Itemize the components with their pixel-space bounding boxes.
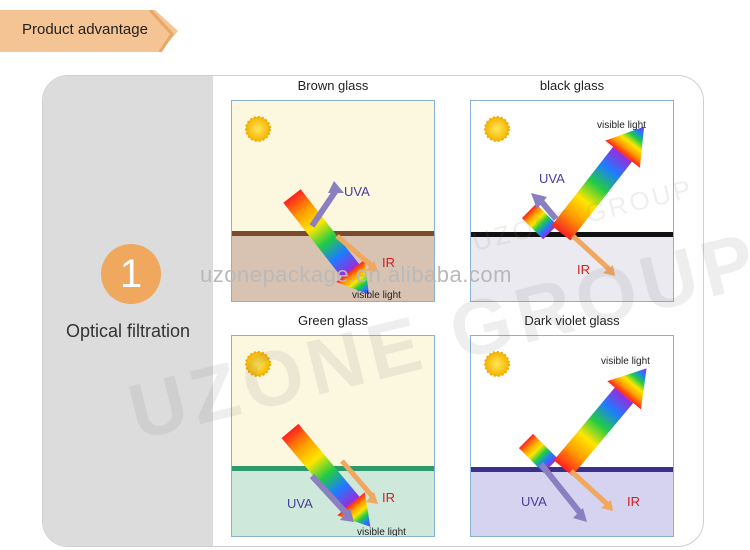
brown-glass-diagram: UVA IR visible light [231,100,435,302]
dark-violet-glass-diagram: UVA IR visible light [470,335,674,537]
product-advantage-tag: Product advantage [0,10,180,52]
feature-sidebar: 1 Optical filtration [43,76,213,546]
step-number-badge: 1 [101,244,161,304]
visible-light-label: visible light [357,527,406,536]
sun-icon [484,116,510,142]
site-watermark: uzonepackage.en.alibaba.com [200,262,512,287]
panel-title-brown: Brown glass [297,78,369,93]
black-glass-diagram: UVA IR visible light [470,100,674,302]
ir-label: IR [627,494,640,509]
green-glass-diagram: UVA IR visible light [231,335,435,537]
uva-label: UVA [287,496,313,511]
ir-label: IR [577,262,590,277]
panel-title-green: Green glass [297,313,369,328]
tag-shape [0,10,178,52]
uva-label: UVA [521,494,547,509]
uva-label: UVA [344,184,370,199]
ir-label: IR [382,490,395,505]
uva-label: UVA [539,171,565,186]
sun-icon [245,116,271,142]
sun-icon [484,351,510,377]
panel-title-violet: Dark violet glass [524,313,620,328]
visible-light-label: visible light [352,290,401,301]
tag-label: Product advantage [22,21,148,38]
panel-title-black: black glass [539,78,605,93]
feature-title: Optical filtration [65,321,191,341]
visible-light-label: visible light [597,120,646,131]
sun-icon [245,351,271,377]
visible-light-label: visible light [601,356,650,367]
ir-label: IR [382,255,395,270]
